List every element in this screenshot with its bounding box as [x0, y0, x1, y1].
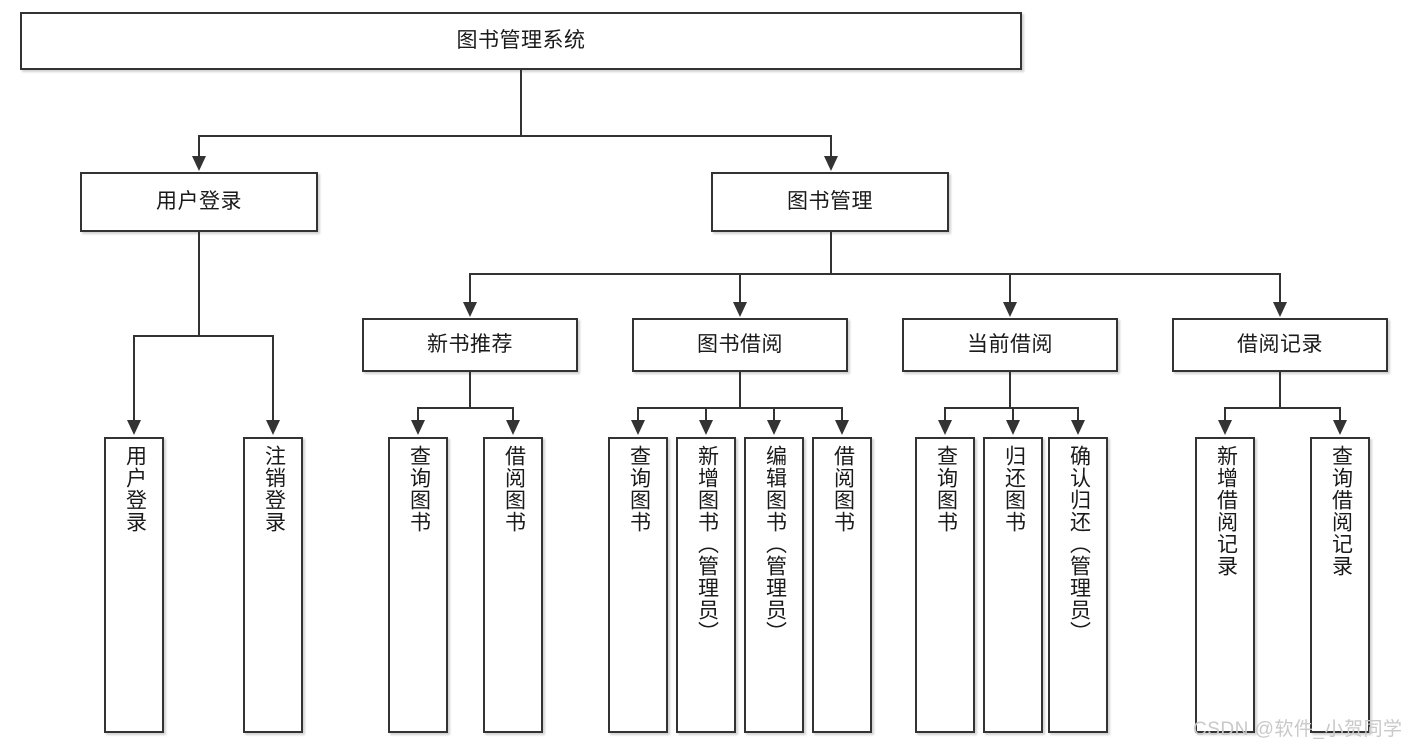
leaf-add-borrow-record[interactable]: 新增借阅记录	[1195, 437, 1255, 733]
node-label: 借阅图书	[831, 445, 855, 533]
node-label: 查询图书	[627, 445, 651, 533]
edge-bus-borrow-record-leaves	[1224, 407, 1340, 409]
watermark: CSDN @软件_小贺同学	[1193, 719, 1403, 740]
edge-bus-to-leaf-add-book	[705, 407, 707, 422]
arrow-to-leaf-query-record	[1333, 420, 1347, 435]
leaf-confirm-return-admin[interactable]: 确认归还（管理员）	[1048, 437, 1108, 733]
arrow-to-leaf-add-book	[699, 420, 713, 435]
node-label: 图书管理	[787, 189, 873, 213]
edge-bus-to-leaf-query-record	[1339, 407, 1341, 422]
leaf-borrow-book-borrow[interactable]: 借阅图书	[812, 437, 872, 733]
node-label: 用户登录	[156, 189, 242, 213]
node-label: 确认归还（管理员）	[1067, 445, 1091, 643]
edge-bus-user-login-leaves	[133, 335, 273, 337]
node-label: 查询借阅记录	[1329, 445, 1353, 577]
node-label: 图书借阅	[697, 332, 783, 356]
arrow-to-user-login	[192, 156, 206, 171]
arrow-to-leaf-query-book-2	[631, 420, 645, 435]
node-label: 查询图书	[934, 445, 958, 533]
edge-bus-book-borrow-leaves	[637, 407, 842, 409]
edge-borrow-record-down	[1279, 372, 1281, 408]
edge-bus-to-leaf-borrow-book-1	[512, 407, 514, 422]
edge-bus-to-leaf-add-record	[1224, 407, 1226, 422]
edge-bus-to-book-management	[830, 135, 832, 159]
arrow-to-leaf-query-book-3	[938, 420, 952, 435]
node-label: 新书推荐	[427, 332, 513, 356]
edge-bus-to-leaf-logout	[272, 335, 274, 422]
node-label: 查询图书	[407, 445, 431, 533]
node-label: 新增图书（管理员）	[695, 445, 719, 643]
edge-current-borrow-down	[1009, 372, 1011, 408]
arrow-to-leaf-query-book-1	[411, 420, 425, 435]
arrow-to-leaf-edit-book	[767, 420, 781, 435]
edge-bus-to-current-borrow	[1009, 273, 1011, 303]
node-label: 新增借阅记录	[1214, 445, 1238, 577]
arrow-to-leaf-borrow-book-2	[835, 420, 849, 435]
edge-title-down	[520, 70, 522, 136]
edge-bus-to-leaf-user-login	[133, 335, 135, 422]
edge-bus-to-leaf-query-book-3	[944, 407, 946, 422]
node-label: 注销登录	[262, 445, 286, 533]
arrow-to-borrow-record	[1273, 302, 1287, 317]
edge-user-login-down	[198, 232, 200, 336]
edge-bus-current-borrow-leaves	[944, 407, 1078, 409]
node-label: 编辑图书（管理员）	[763, 445, 787, 643]
arrow-to-new-book	[463, 302, 477, 317]
edge-bus-to-book-borrow	[739, 273, 741, 303]
arrow-to-current-borrow	[1003, 302, 1017, 317]
edge-bus-to-user-login	[198, 135, 200, 159]
node-label: 当前借阅	[967, 332, 1053, 356]
node-borrow-record[interactable]: 借阅记录	[1172, 318, 1388, 372]
arrow-to-book-borrow	[733, 302, 747, 317]
leaf-query-borrow-record[interactable]: 查询借阅记录	[1310, 437, 1370, 733]
leaf-return-book[interactable]: 归还图书	[983, 437, 1043, 733]
leaf-user-login[interactable]: 用户登录	[104, 437, 164, 733]
edge-book-management-down	[830, 232, 832, 274]
node-book-borrow[interactable]: 图书借阅	[632, 318, 848, 372]
edge-book-borrow-down	[739, 372, 741, 408]
node-label: 图书管理系统	[456, 28, 586, 52]
node-label: 用户登录	[123, 445, 147, 533]
leaf-query-book-current[interactable]: 查询图书	[915, 437, 975, 733]
leaf-borrow-book-recommend[interactable]: 借阅图书	[483, 437, 543, 733]
node-book-management[interactable]: 图书管理	[711, 172, 949, 232]
node-new-book-recommend[interactable]: 新书推荐	[362, 318, 578, 372]
edge-bus-level3	[469, 273, 1281, 275]
node-user-login[interactable]: 用户登录	[80, 172, 318, 232]
arrow-to-book-management	[824, 156, 838, 171]
arrow-to-leaf-confirm-return	[1071, 420, 1085, 435]
node-current-borrow[interactable]: 当前借阅	[902, 318, 1118, 372]
node-label: 借阅图书	[502, 445, 526, 533]
edge-bus-to-new-book	[469, 273, 471, 303]
edge-bus-to-leaf-borrow-book-2	[841, 407, 843, 422]
leaf-logout[interactable]: 注销登录	[243, 437, 303, 733]
edge-bus-to-leaf-query-book-2	[637, 407, 639, 422]
leaf-edit-book-admin[interactable]: 编辑图书（管理员）	[744, 437, 804, 733]
leaf-query-book-recommend[interactable]: 查询图书	[388, 437, 448, 733]
arrow-to-leaf-add-record	[1218, 420, 1232, 435]
edge-bus-to-borrow-record	[1279, 273, 1281, 303]
node-book-management-system[interactable]: 图书管理系统	[20, 12, 1022, 70]
arrow-to-leaf-borrow-book-1	[506, 420, 520, 435]
edge-bus-to-leaf-edit-book	[773, 407, 775, 422]
edge-bus-to-leaf-query-book-1	[417, 407, 419, 422]
edge-bus-level2	[198, 135, 832, 137]
arrow-to-leaf-user-login	[127, 420, 141, 435]
edge-bus-to-leaf-confirm-return	[1077, 407, 1079, 422]
edge-bus-new-book-leaves	[417, 407, 513, 409]
edge-bus-to-leaf-return-book	[1012, 407, 1014, 422]
arrow-to-leaf-return-book	[1006, 420, 1020, 435]
node-label: 借阅记录	[1237, 332, 1323, 356]
arrow-to-leaf-logout	[266, 420, 280, 435]
leaf-add-book-admin[interactable]: 新增图书（管理员）	[676, 437, 736, 733]
edge-new-book-down	[469, 372, 471, 408]
node-label: 归还图书	[1002, 445, 1026, 533]
leaf-query-book-borrow[interactable]: 查询图书	[608, 437, 668, 733]
